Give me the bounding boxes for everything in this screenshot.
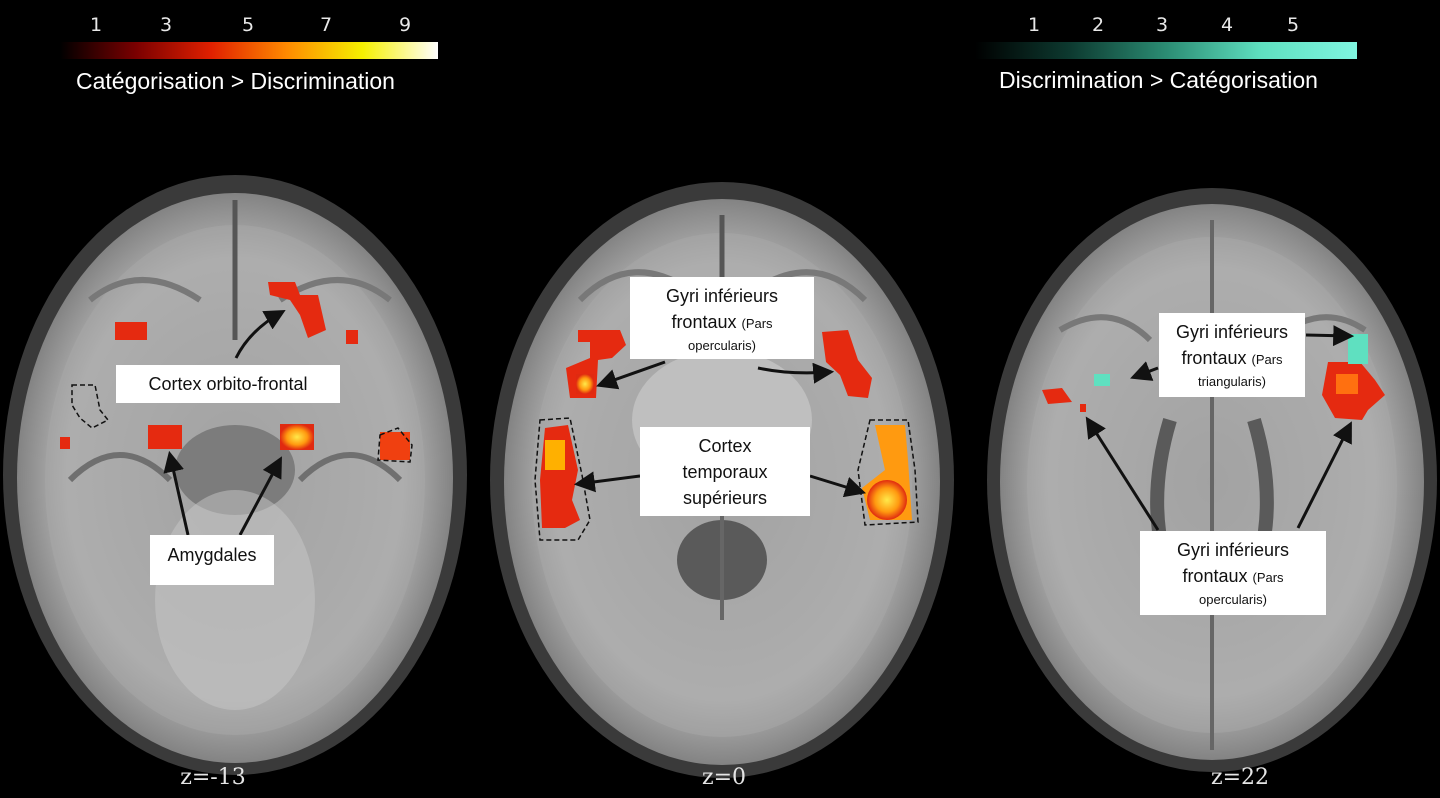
activation-blob <box>60 437 70 449</box>
activation-blob <box>576 374 594 394</box>
right-scale-ticks: 1 2 3 4 5 <box>0 0 1440 36</box>
activation-blob <box>545 440 565 470</box>
callout-text: frontaux <box>1182 566 1248 586</box>
callout-line: Gyri inférieurs <box>1175 322 1289 342</box>
activation-blob <box>148 425 182 449</box>
tick: 9 <box>398 14 412 36</box>
dashed-roi <box>534 417 591 541</box>
activation-blob <box>280 424 314 450</box>
activation-blob <box>822 330 872 398</box>
callout-cortex-orbito-frontal: Cortex orbito-frontal <box>116 365 340 403</box>
activation-blob <box>1080 404 1086 412</box>
activation-blob <box>380 432 410 460</box>
callout-cortex-temporaux: Cortex temporaux supérieurs <box>640 427 810 516</box>
brain-slice-z22 <box>987 188 1437 772</box>
callout-line: Gyri inférieurs <box>665 286 779 306</box>
callout-line: triangularis) <box>1198 374 1266 389</box>
tick: 2 <box>1091 14 1105 36</box>
activation-blob <box>867 480 907 520</box>
slice-z-label: z=-13 <box>180 765 246 790</box>
left-scale-ticks: 1 3 5 7 9 <box>0 0 460 36</box>
tick: 7 <box>319 14 333 36</box>
callout-line: opercularis) <box>688 338 756 353</box>
callout-small: (Pars <box>1251 352 1283 367</box>
left-gradient-bar <box>60 42 438 59</box>
callout-line: Cortex <box>698 436 752 456</box>
callout-line: Gyri inférieurs <box>1176 540 1290 560</box>
callout-amygdales: Amygdales <box>150 535 274 585</box>
callout-line: frontaux (Pars <box>1159 345 1305 373</box>
left-scale-label: Catégorisation > Discrimination <box>62 60 409 103</box>
tick: 5 <box>241 14 255 36</box>
callout-line: temporaux <box>682 462 768 482</box>
right-gradient-bar <box>975 42 1357 59</box>
callout-small: (Pars <box>741 316 773 331</box>
activation-blob <box>346 330 358 344</box>
tick: 1 <box>1027 14 1041 36</box>
dashed-roi <box>857 419 919 526</box>
callout-text: frontaux <box>671 312 737 332</box>
right-scale-label: Discrimination > Catégorisation <box>985 59 1346 102</box>
callout-text: frontaux <box>1181 348 1247 368</box>
dashed-roi <box>71 384 110 429</box>
tick: 4 <box>1220 14 1234 36</box>
callout-gyri-opercularis-mid: Gyri inférieurs frontaux (Pars opercular… <box>630 277 814 359</box>
slice-z-label: z=22 <box>1210 765 1270 790</box>
callout-line: frontaux (Pars <box>630 309 814 337</box>
activation-blob <box>268 282 326 338</box>
slice-z-label: z=0 <box>701 765 747 790</box>
dashed-roi <box>377 427 413 463</box>
callout-gyri-opercularis-right: Gyri inférieurs frontaux (Pars opercular… <box>1140 531 1326 615</box>
tick: 3 <box>159 14 173 36</box>
callout-line: opercularis) <box>1199 592 1267 607</box>
callout-small: (Pars <box>1252 570 1284 585</box>
brain-slice-z-13 <box>3 175 467 775</box>
tick: 1 <box>89 14 103 36</box>
activation-blob <box>1094 374 1110 386</box>
tick: 3 <box>1155 14 1169 36</box>
callout-line: supérieurs <box>682 488 768 508</box>
activation-blob <box>115 322 147 340</box>
activation-blob <box>1348 334 1368 364</box>
activation-blob <box>1336 374 1358 394</box>
callout-line: frontaux (Pars <box>1140 563 1326 591</box>
activation-blob <box>1042 388 1072 404</box>
tick: 5 <box>1286 14 1300 36</box>
callout-gyri-triangularis: Gyri inférieurs frontaux (Pars triangula… <box>1159 313 1305 397</box>
